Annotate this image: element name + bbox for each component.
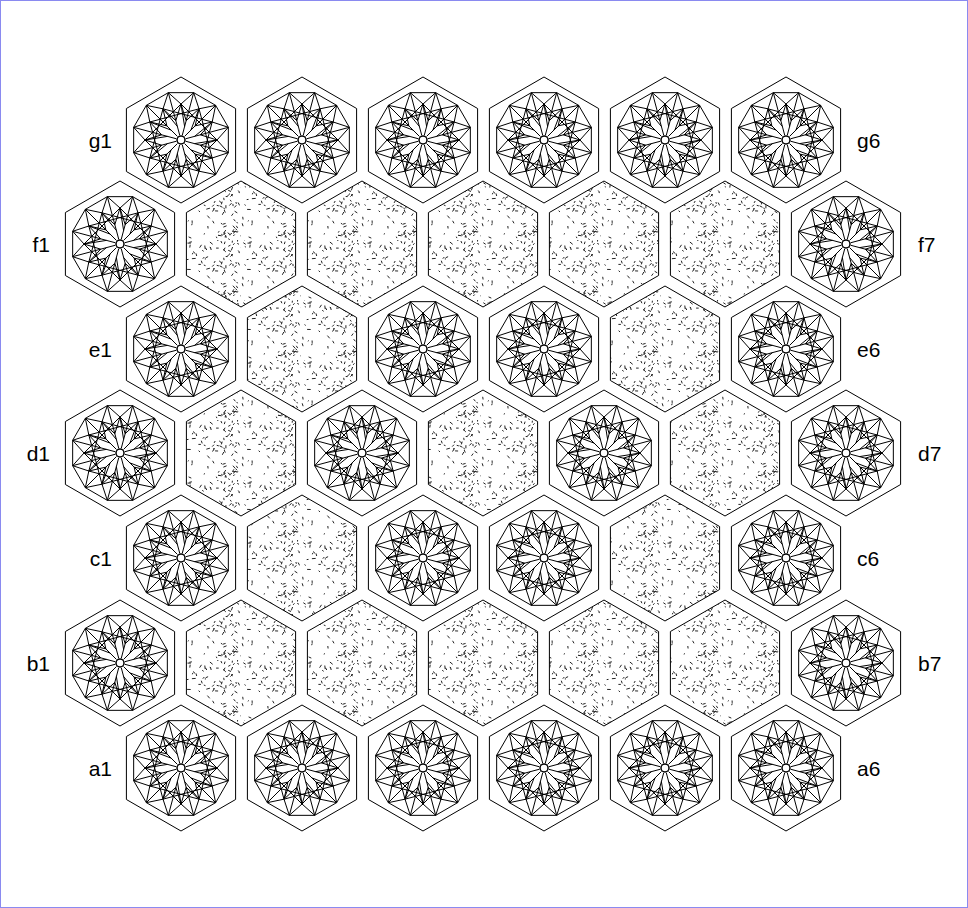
stippled-hex xyxy=(247,495,356,621)
coordinate-label: g6 xyxy=(857,130,880,151)
rosette-symbol xyxy=(134,302,229,397)
rosette-hex xyxy=(126,705,235,831)
rosette-hex xyxy=(247,77,356,203)
rosette-hex xyxy=(731,495,840,621)
rosette-symbol xyxy=(497,302,592,397)
rosette-hex xyxy=(791,600,900,726)
rosette-symbol xyxy=(739,511,834,606)
rosette-hex xyxy=(65,181,174,307)
rosette-hex xyxy=(368,77,477,203)
rosette-hex xyxy=(65,390,174,516)
rosette-hex xyxy=(610,77,719,203)
coordinate-label: f7 xyxy=(918,234,936,255)
stippled-hex xyxy=(307,600,416,726)
rosette-symbol xyxy=(497,721,592,816)
rosette-hex xyxy=(731,286,840,412)
coordinate-label: c1 xyxy=(90,548,112,569)
rosette-symbol xyxy=(739,721,834,816)
rosette-symbol xyxy=(739,93,834,188)
rosette-hex xyxy=(489,705,598,831)
stippled-hex xyxy=(186,600,295,726)
rosette-symbol xyxy=(376,721,471,816)
rosette-hex xyxy=(65,600,174,726)
stippled-hex xyxy=(186,390,295,516)
stippled-hex xyxy=(610,286,719,412)
coordinate-label: d1 xyxy=(27,443,50,464)
rosette-symbol xyxy=(376,302,471,397)
stippled-hex xyxy=(670,181,779,307)
rosette-hex xyxy=(791,181,900,307)
rosette-symbol xyxy=(73,406,168,501)
rosette-symbol xyxy=(73,197,168,292)
rosette-hex xyxy=(610,705,719,831)
rosette-symbol xyxy=(134,93,229,188)
stippled-hex xyxy=(670,390,779,516)
rosette-symbol xyxy=(376,511,471,606)
stippled-hex xyxy=(186,181,295,307)
rosette-hex xyxy=(126,286,235,412)
rosette-hex xyxy=(489,77,598,203)
rosette-symbol xyxy=(315,406,410,501)
coordinate-label: b1 xyxy=(27,653,50,674)
stippled-hex xyxy=(428,600,537,726)
coordinate-label: d7 xyxy=(918,443,941,464)
rosette-symbol xyxy=(497,511,592,606)
coordinate-label: a6 xyxy=(857,758,880,779)
coordinate-label: c6 xyxy=(857,548,879,569)
stippled-hex xyxy=(247,286,356,412)
stippled-hex xyxy=(549,181,658,307)
rosette-symbol xyxy=(799,197,894,292)
rosette-symbol xyxy=(739,302,834,397)
stippled-hex xyxy=(610,495,719,621)
rosette-symbol xyxy=(618,721,713,816)
rosette-symbol xyxy=(497,93,592,188)
stippled-hex xyxy=(428,390,537,516)
stippled-hex xyxy=(549,600,658,726)
rosette-symbol xyxy=(799,616,894,711)
rosette-symbol xyxy=(255,93,350,188)
rosette-symbol xyxy=(73,616,168,711)
rosette-symbol xyxy=(134,721,229,816)
rosette-hex xyxy=(368,495,477,621)
rosette-hex xyxy=(731,705,840,831)
coordinate-label: e6 xyxy=(857,339,880,360)
rosette-hex xyxy=(489,495,598,621)
rosette-hex xyxy=(126,495,235,621)
rosette-hex xyxy=(307,390,416,516)
rosette-symbol xyxy=(376,93,471,188)
coordinate-label: b7 xyxy=(918,653,941,674)
rosette-hex xyxy=(549,390,658,516)
stippled-hex xyxy=(670,600,779,726)
rosette-symbol xyxy=(255,721,350,816)
rosette-hex xyxy=(489,286,598,412)
coordinate-label: e1 xyxy=(89,339,112,360)
rosette-symbol xyxy=(799,406,894,501)
rosette-hex xyxy=(368,286,477,412)
coordinate-label: f1 xyxy=(32,234,50,255)
rosette-symbol xyxy=(557,406,652,501)
rosette-hex xyxy=(247,705,356,831)
stippled-hex xyxy=(428,181,537,307)
rosette-hex xyxy=(731,77,840,203)
coordinate-label: g1 xyxy=(89,130,112,151)
coordinate-label: a1 xyxy=(89,758,112,779)
stippled-hex xyxy=(307,181,416,307)
rosette-hex xyxy=(791,390,900,516)
rosette-symbol xyxy=(134,511,229,606)
rosette-hex xyxy=(126,77,235,203)
rosette-symbol xyxy=(618,93,713,188)
rosette-hex xyxy=(368,705,477,831)
